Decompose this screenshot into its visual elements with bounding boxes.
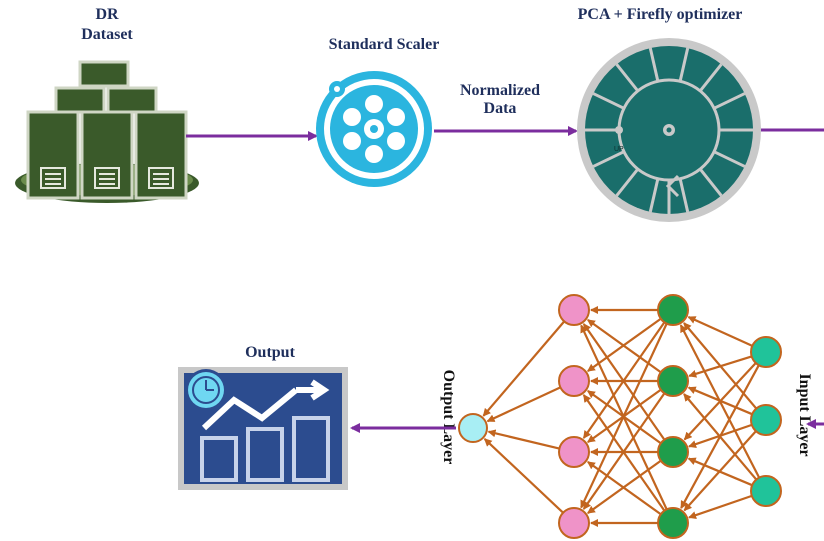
dial-up-text: UP: [614, 146, 624, 153]
edge-label-normalized-data: Normalized Data: [460, 82, 540, 117]
network-edges: [482, 306, 761, 527]
edge-input-2-to-hidden2-1: [683, 322, 758, 410]
output-label: Output: [245, 344, 295, 361]
circular-dial-icon: UP: [577, 38, 761, 222]
edge-hidden1-1-to-output-1: [482, 320, 566, 417]
edge-hidden2-2-to-hidden1-1: [587, 319, 662, 374]
network-nodes: [458, 294, 782, 539]
dataset-label-line1: DR: [95, 6, 119, 23]
server-stack-icon: [15, 60, 199, 203]
dataset-label-line2: Dataset: [81, 26, 133, 43]
scaler-label: Standard Scaler: [328, 36, 440, 53]
hidden2-node-4: [657, 507, 689, 539]
edge-hidden2-4-to-hidden1-1: [580, 324, 668, 510]
film-reel-icon: [316, 71, 432, 187]
hidden1-node-3: [558, 436, 590, 468]
edge-hidden1-2-to-output-1: [486, 386, 561, 423]
edge-input-3-to-hidden2-1: [679, 324, 761, 479]
hidden2-node-1: [657, 294, 689, 326]
output-node-1: [458, 413, 488, 443]
optimizer-label: PCA + Firefly optimizer: [577, 6, 743, 23]
chart-monitor-icon: [178, 367, 348, 490]
hidden1-node-4: [558, 507, 590, 539]
hidden2-node-2: [657, 365, 689, 397]
hidden1-node-2: [558, 365, 590, 397]
hidden2-node-3: [657, 436, 689, 468]
edge-input-1-to-hidden2-1: [687, 315, 753, 347]
edge-hidden1-3-to-output-1: [487, 429, 560, 450]
edge-hidden2-3-to-hidden1-1: [582, 323, 666, 441]
edge-hidden1-4-to-output-1: [483, 438, 564, 514]
edge-input-3-to-hidden2-3: [687, 457, 753, 487]
hidden1-node-1: [558, 294, 590, 326]
input-node-1: [750, 336, 782, 368]
input-node-2: [750, 404, 782, 436]
edge-hidden2-4-to-hidden1-3: [587, 461, 662, 516]
edge-hidden2-4-to-hidden1-2: [582, 394, 666, 512]
input-node-3: [750, 475, 782, 507]
edge-input-3-to-hidden2-4: [688, 494, 753, 519]
edge-input-3-to-hidden2-2: [683, 393, 758, 481]
clock-icon: [185, 369, 227, 411]
